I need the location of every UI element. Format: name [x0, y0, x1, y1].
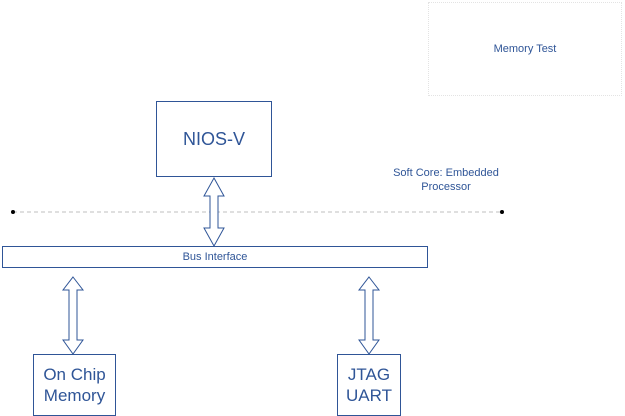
divider-left-dot: [11, 210, 15, 214]
nios-v-label: NIOS-V: [182, 128, 245, 149]
divider-right-dot: [500, 210, 504, 214]
nios-bus-arrow: [203, 176, 225, 248]
memory-test-title-box: Memory Test: [428, 2, 622, 96]
bus-memory-arrow: [61, 276, 85, 355]
bus-jtag-arrow: [357, 276, 381, 355]
bus-interface-block: Bus Interface: [2, 246, 428, 268]
soft-core-label-line2: Processor: [421, 181, 471, 193]
memory-test-label: Memory Test: [493, 43, 557, 55]
on-chip-memory-line1: On Chip: [43, 365, 106, 384]
jtag-uart-line2: UART: [346, 386, 392, 405]
soft-core-label-line1: Soft Core: Embedded: [393, 167, 499, 179]
jtag-uart-line1: JTAG: [347, 365, 391, 384]
soft-core-region-label: Soft Core: Embedded Processor: [378, 166, 514, 194]
bus-interface-label: Bus Interface: [182, 251, 248, 263]
on-chip-memory-block: On Chip Memory: [33, 354, 116, 416]
on-chip-memory-line2: Memory: [43, 386, 106, 405]
nios-v-block: NIOS-V: [156, 101, 272, 177]
jtag-uart-block: JTAG UART: [337, 354, 401, 416]
